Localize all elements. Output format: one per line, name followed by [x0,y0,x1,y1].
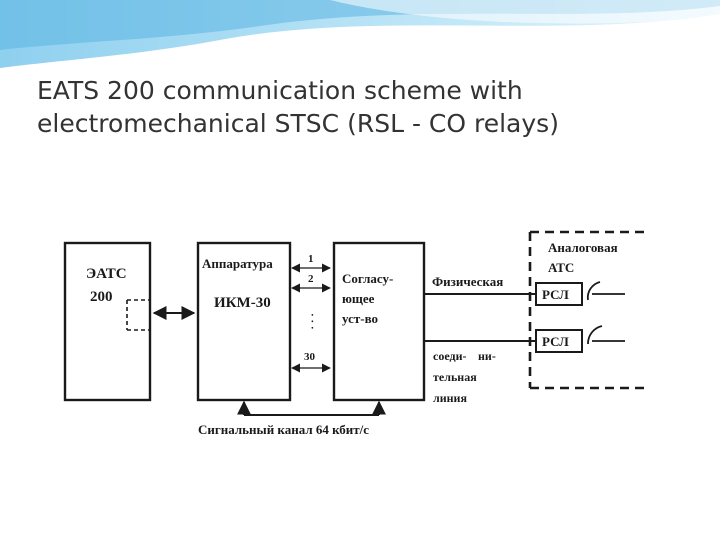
eats-inner-dashed-box [126,299,150,331]
connecting-line-label-1: соеди- [433,349,466,363]
connecting-line-label-4: линия [433,391,467,405]
ikm-label-line-1: Аппаратура [202,256,273,271]
communication-scheme-diagram: ЭАТС 200 Аппаратура ИКМ-30 1 2 · · · 30 … [63,230,645,437]
signal-channel-label: Сигнальный канал 64 кбит/с [198,422,369,437]
rsl-relay-2-contact [587,325,625,345]
slide-title-line-2: electromechanical STSC (RSL - CO relays) [37,109,559,138]
matching-label-line-3: уст-во [342,311,378,326]
analog-exchange-label-line-1: Аналоговая [548,240,618,255]
slide-title-line-1: EATS 200 communication scheme with [37,76,523,105]
rsl-relay-2 [535,329,583,353]
channel-label-30: 30 [304,351,316,363]
rsl-relay-1-label: РСЛ [542,287,569,302]
channel-label-1: 1 [308,253,314,265]
slide-title: EATS 200 communication scheme with elect… [37,74,677,140]
ikm-label-line-2: ИКМ-30 [214,295,271,311]
eats-200-block [63,241,152,402]
analog-exchange-label-line-2: АТС [548,260,574,275]
channel-dots: · · · [306,313,318,330]
physical-line-label: Физическая [432,274,503,289]
matching-label-line-1: Согласу- [342,271,393,286]
connecting-line-label-3: тельная [433,370,477,384]
rsl-relay-1-contact [586,281,625,301]
eats-label-line-1: ЭАТС [86,266,127,282]
header-wave-decoration [0,0,720,68]
ikm-30-block [196,241,292,402]
connecting-line-label-2: ни- [478,349,496,363]
matching-label-line-2: ющее [342,291,375,306]
rsl-relay-2-label: РСЛ [542,334,569,349]
matching-device-block [332,241,426,402]
channel-label-2: 2 [308,273,314,285]
eats-label-line-2: 200 [90,289,113,305]
rsl-relay-1 [535,282,583,306]
analog-exchange-dashed-box [528,230,645,390]
